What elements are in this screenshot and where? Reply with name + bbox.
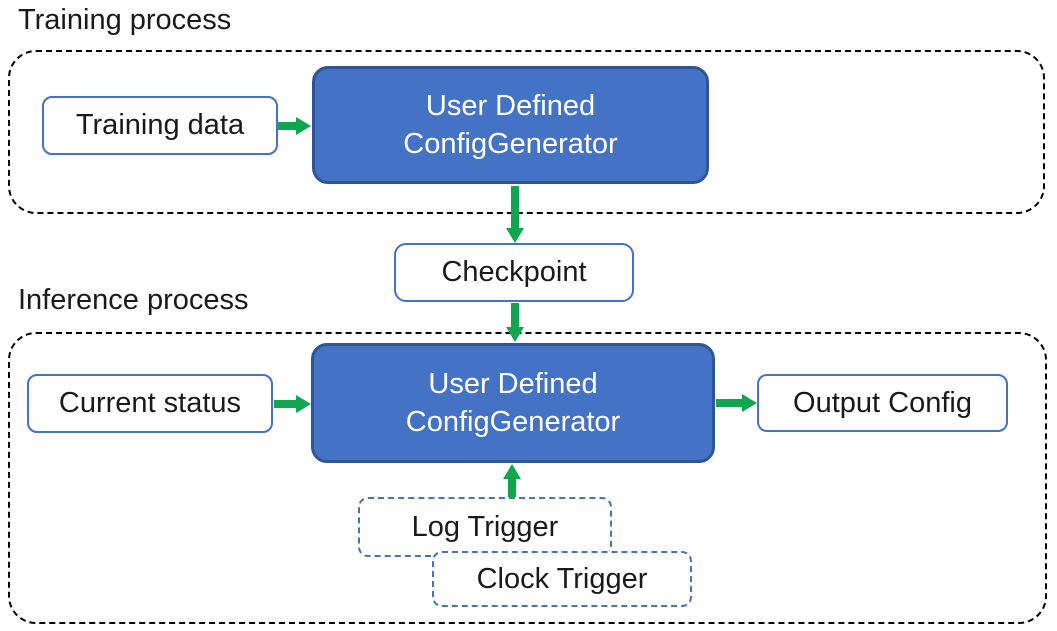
training-section-container [8, 50, 1045, 214]
arrow-right-icon [716, 394, 757, 412]
arrow-head [506, 327, 524, 342]
arrow-stem [278, 122, 298, 130]
checkpoint-box: Checkpoint [394, 243, 634, 302]
output-config-box: Output Config [757, 374, 1008, 432]
arrow-right-icon [274, 395, 311, 413]
log-trigger-box: Log Trigger [358, 497, 612, 557]
inference-section-container [8, 332, 1047, 624]
arrow-right-icon [278, 117, 311, 135]
training-process-label: Training process [18, 4, 232, 36]
arrow-stem [511, 303, 519, 329]
arrow-stem [511, 186, 519, 231]
training-config-generator-box: User Defined ConfigGenerator [312, 66, 709, 184]
arrow-head [296, 117, 311, 135]
arrow-up-icon [503, 464, 521, 497]
generator-label-line1: User Defined [428, 367, 598, 400]
generator-label-line2: ConfigGenerator [405, 406, 621, 438]
arrow-down-icon [506, 186, 524, 243]
arrow-stem [716, 399, 744, 407]
arrow-head [506, 228, 524, 243]
clock-trigger-box: Clock Trigger [432, 551, 692, 607]
current-status-box: Current status [27, 374, 273, 433]
arrow-head [503, 464, 521, 479]
inference-process-label: Inference process [18, 284, 249, 316]
training-data-box: Training data [42, 96, 278, 155]
arrow-head [296, 395, 311, 413]
generator-label-line1: User Defined [425, 89, 596, 122]
arrow-stem [274, 400, 298, 408]
inference-config-generator-box: User Defined ConfigGenerator [311, 343, 715, 463]
arrow-down-icon [506, 303, 524, 342]
generator-label-line2: ConfigGenerator [403, 128, 618, 160]
arrow-stem [508, 477, 516, 497]
arrow-head [742, 394, 757, 412]
